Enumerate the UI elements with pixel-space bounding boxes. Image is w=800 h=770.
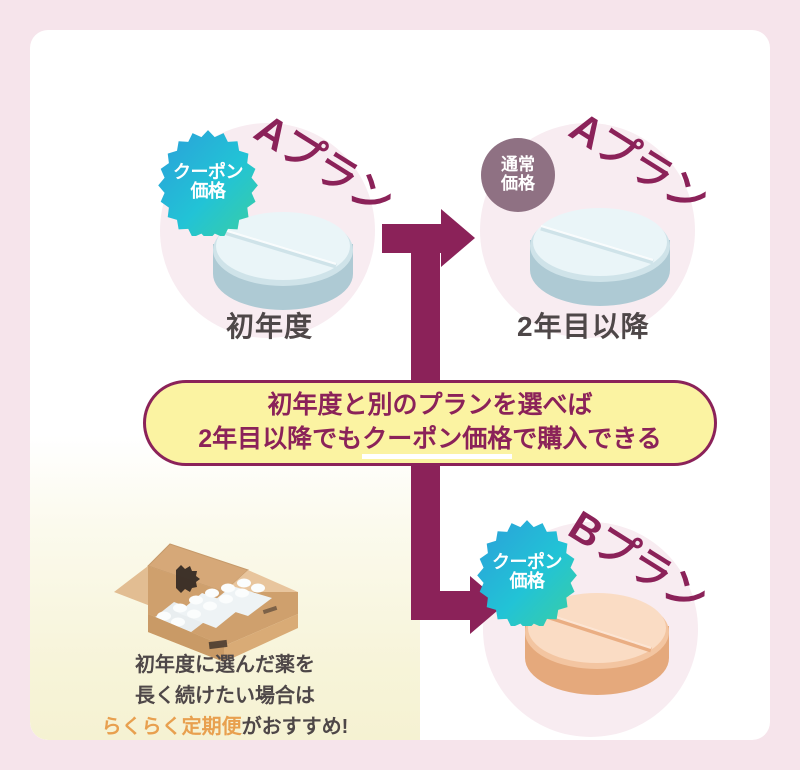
callout-line-2-highlight: クーポン価格 xyxy=(362,425,513,459)
badge-line-1: クーポン xyxy=(492,551,563,572)
badge-line-1: クーポン xyxy=(173,161,244,182)
content-card: Aプラン クーポン 価 xyxy=(30,30,770,740)
starburst-icon xyxy=(477,520,577,626)
badge-line-1: 通常 xyxy=(501,155,535,175)
note-line-2: 長く続けたい場合は xyxy=(135,685,315,707)
callout-box: 初年度と別のプランを選べば 2年目以降でもクーポン価格で購入できる xyxy=(143,380,717,466)
starburst-icon xyxy=(158,130,258,236)
arrow-up-right-head-icon xyxy=(441,209,475,267)
tablet-illustration-plan-a-first-year xyxy=(213,212,353,310)
badge-coupon-price-text: クーポン 価格 xyxy=(492,551,563,592)
badge-line-2: 価格 xyxy=(501,174,535,193)
note-line-3: らくらく定期便がおすすめ! xyxy=(30,712,420,740)
note-accent-text: らくらく定期便 xyxy=(101,716,242,738)
note-line-1: 初年度に選んだ薬を xyxy=(135,654,315,676)
tablet-illustration-plan-b xyxy=(525,593,669,695)
callout-text: 初年度と別のプランを選べば 2年目以降でもクーポン価格で購入できる xyxy=(198,389,662,459)
callout-line-2-after: で購入できる xyxy=(512,425,662,453)
note-line-3-rest: がおすすめ! xyxy=(241,716,349,738)
shipping-box-icon xyxy=(114,543,298,662)
badge-line-2: 価格 xyxy=(509,571,546,591)
badge-line-2: 価格 xyxy=(190,181,227,201)
callout-line-2-before: 2年目以降でも xyxy=(198,425,363,453)
subscription-note: 初年度に選んだ薬を 長く続けたい場合は らくらく定期便がおすすめ! xyxy=(30,650,420,740)
callout-line-1: 初年度と別のプランを選べば xyxy=(267,391,593,420)
badge-normal-price: 通常 価格 xyxy=(481,138,555,212)
arrow-bottom-horizontal-segment xyxy=(411,591,471,620)
badge-coupon-price-text: クーポン 価格 xyxy=(173,161,244,202)
caption-first-year: 初年度 xyxy=(226,311,314,342)
tablet-illustration-plan-a-second-year xyxy=(530,208,670,306)
badge-normal-price-text: 通常 価格 xyxy=(501,155,535,193)
badge-coupon-price-first-year: クーポン 価格 xyxy=(154,128,262,236)
caption-second-year: 2年目以降 xyxy=(517,311,650,342)
badge-coupon-price-plan-b: クーポン 価格 xyxy=(473,518,581,626)
